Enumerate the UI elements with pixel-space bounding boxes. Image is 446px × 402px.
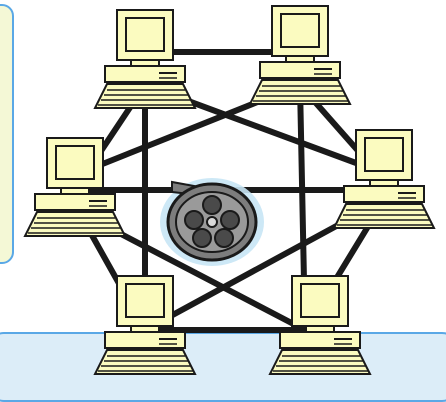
- network-diagram: [0, 0, 446, 389]
- film-reel-icon: [160, 178, 264, 266]
- computer-icon: [95, 276, 195, 374]
- computer-icon: [95, 10, 195, 108]
- computer-icon: [270, 276, 370, 374]
